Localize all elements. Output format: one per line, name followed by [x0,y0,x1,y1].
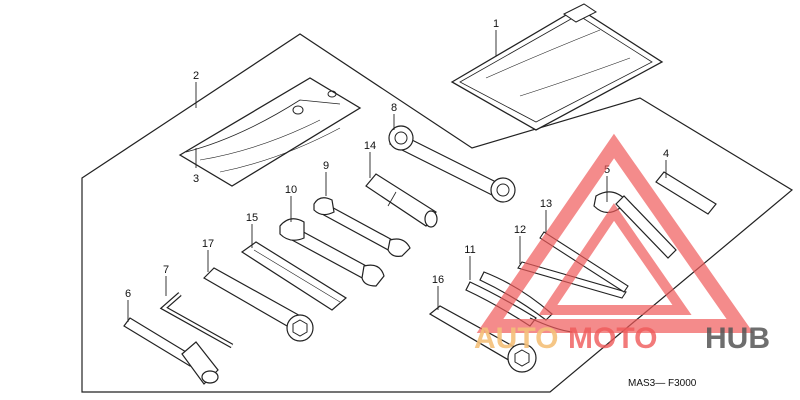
open-wrench-9-part [313,197,411,257]
leader-lines [127,30,667,322]
callout-15: 15 [246,212,258,224]
drawing-code: MAS3— F3000 [628,378,697,389]
callout-5: 5 [604,164,610,176]
callout-14: 14 [364,140,376,152]
automotohub-watermark: AUTO MOTO HUB [474,133,770,355]
tool-roll-part [178,77,362,187]
watermark-moto: MOTO [568,322,657,355]
callout-8: 8 [391,102,397,114]
screwdriver-handle-part [365,173,438,228]
triangle-logo-icon [476,133,754,333]
callout-3: 3 [193,173,199,185]
callout-labels: 1 2 3 4 5 6 7 8 9 10 11 12 13 14 15 16 1… [125,18,669,300]
spanner-16-part [428,305,537,373]
callout-6: 6 [125,288,131,300]
callout-4: 4 [663,148,669,160]
callout-17: 17 [202,238,214,250]
callout-16: 16 [432,274,444,286]
open-wrench-10-part [279,218,385,287]
callout-12: 12 [514,224,526,236]
watermark-auto: AUTO [474,322,558,355]
callout-11: 11 [464,244,475,256]
watermark-hub: HUB [705,322,770,355]
flat-bar-part [240,241,348,311]
spanner-4-part [655,171,717,215]
hex-spanner-part [203,267,314,342]
callout-2: 2 [193,70,199,82]
callout-7: 7 [163,264,169,276]
plug-wrench-part [123,317,219,385]
tool-bag-part [450,3,664,131]
pin-spanner-part [593,191,677,259]
callout-10: 10 [285,184,297,196]
callout-1: 1 [493,18,499,30]
callout-13: 13 [540,198,552,210]
callout-9: 9 [323,160,329,172]
ring-wrench-part [388,125,516,203]
hex-key-part [159,292,234,349]
kit-boundary [81,33,794,393]
